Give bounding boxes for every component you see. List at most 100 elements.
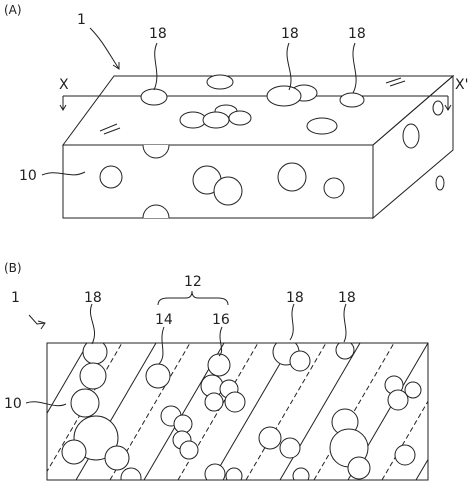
pore [79,362,107,390]
leader-sponge-tick [28,314,46,325]
leader-group-left [158,326,165,365]
leader-pore-left [90,303,96,345]
pore [224,391,246,413]
pore [225,467,243,480]
pore [335,343,355,360]
panel-b: (B) [4,261,429,481]
pore [289,350,311,372]
pore [292,467,310,480]
glare-marks [99,77,406,135]
pore [204,463,226,480]
pore [435,175,445,191]
stripe-dashed [313,343,395,480]
labels-b: 1 18 12 14 16 18 18 10 [4,274,356,412]
pore [404,381,422,399]
stripe-solid [415,458,428,480]
block-top-face [62,75,455,146]
side-face-pores [402,100,445,191]
pore [228,110,252,126]
pore [173,414,193,434]
pore [394,444,416,466]
pore [204,392,224,412]
pore-edge [142,144,170,159]
leader-base [41,171,86,176]
pore [323,177,345,199]
pore [387,389,409,411]
sponge-block [62,74,455,220]
pore [339,92,365,108]
panel-b-tag: (B) [4,261,22,275]
label-section-start: X [59,77,69,93]
top-face-pores [140,74,365,135]
label-group-right: 16 [212,312,230,328]
front-face-pores [99,144,345,219]
pore-edge [142,204,170,219]
stripe-solid [211,343,293,480]
pore [258,426,282,450]
section-arrow-left [59,104,67,111]
cross-section-pores [61,343,422,480]
label-pore-mid: 18 [286,290,304,306]
label-pore-mid: 18 [281,26,299,42]
pore [206,74,234,90]
pore [145,363,171,389]
pore [266,85,302,107]
stripe-dashed [245,343,327,480]
pore [140,88,168,106]
leader-sponge-arrow [37,320,46,330]
stripe-dashed [47,343,123,473]
glare-line [389,80,406,87]
leader-pore-mid [286,42,292,91]
label-pore-left: 18 [149,26,167,42]
pore [179,440,199,460]
label-group-left: 14 [155,312,173,328]
label-section-end: X' [455,77,468,93]
pore [402,123,420,149]
leader-pore-right [343,303,347,343]
glare-line [99,123,118,132]
label-pore-right: 18 [348,26,366,42]
leader-pore-left [153,42,158,91]
pore [61,439,87,465]
labels-a: 1 18 18 18 X X' 10 [19,12,468,184]
block-side-face [372,74,454,220]
pore [279,437,301,459]
cross-section-stripes [47,343,428,480]
leader-pore-mid [289,303,295,341]
label-sponge: 1 [77,12,86,28]
label-base: 10 [4,396,22,412]
leader-lines-a [41,27,357,176]
pore [277,162,307,192]
pore [82,343,108,365]
pore [70,388,100,418]
label-base: 10 [19,168,37,184]
pore [202,111,230,129]
pore [347,456,371,480]
leader-sponge [89,27,120,70]
label-pore-right: 18 [338,290,356,306]
pore [99,165,123,189]
pore [306,117,338,135]
pore [179,111,207,129]
panel-a-tag: (A) [4,3,22,17]
glare-line [103,127,121,135]
leader-lines-b [25,303,347,407]
section-arrow-right [444,104,452,111]
stripe-dashed [381,400,428,480]
label-sponge: 1 [11,290,20,306]
stripe-solid [47,343,89,415]
pore [104,445,130,471]
panel-a: (A) [4,3,468,220]
leader-sponge-arrow [112,62,120,70]
section-line [59,95,452,111]
label-group: 12 [184,274,202,290]
pore [213,176,243,206]
leader-pore-right [352,42,357,94]
leader-group-right [218,326,223,357]
label-pore-left: 18 [84,290,102,306]
pore [432,100,444,116]
pore [207,353,231,377]
cross-section-outline [46,342,429,481]
glare-line [385,77,402,84]
